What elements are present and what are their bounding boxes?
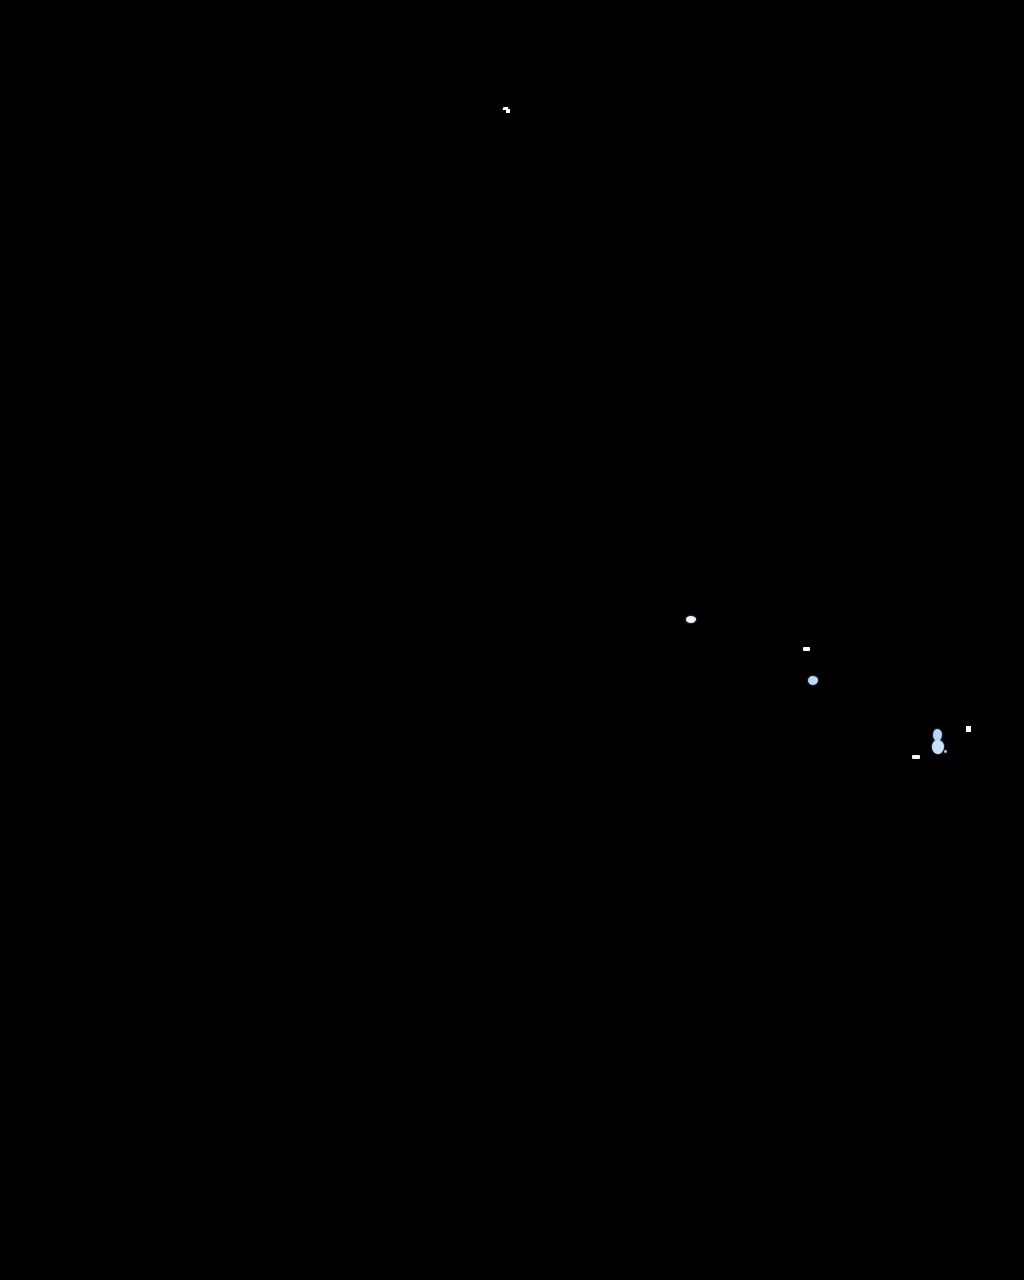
white-dot-speck <box>966 726 971 732</box>
blue-column-upper-speck <box>933 729 942 741</box>
blue-fleck-speck <box>808 676 818 685</box>
white-dash-speck <box>912 755 920 759</box>
small-dash-speck <box>803 647 810 651</box>
faint-tail-speck <box>944 750 947 753</box>
cursor-arrow-speck <box>503 107 512 115</box>
pale-blob-speck <box>686 616 696 623</box>
blue-column-lower-speck <box>932 740 944 754</box>
